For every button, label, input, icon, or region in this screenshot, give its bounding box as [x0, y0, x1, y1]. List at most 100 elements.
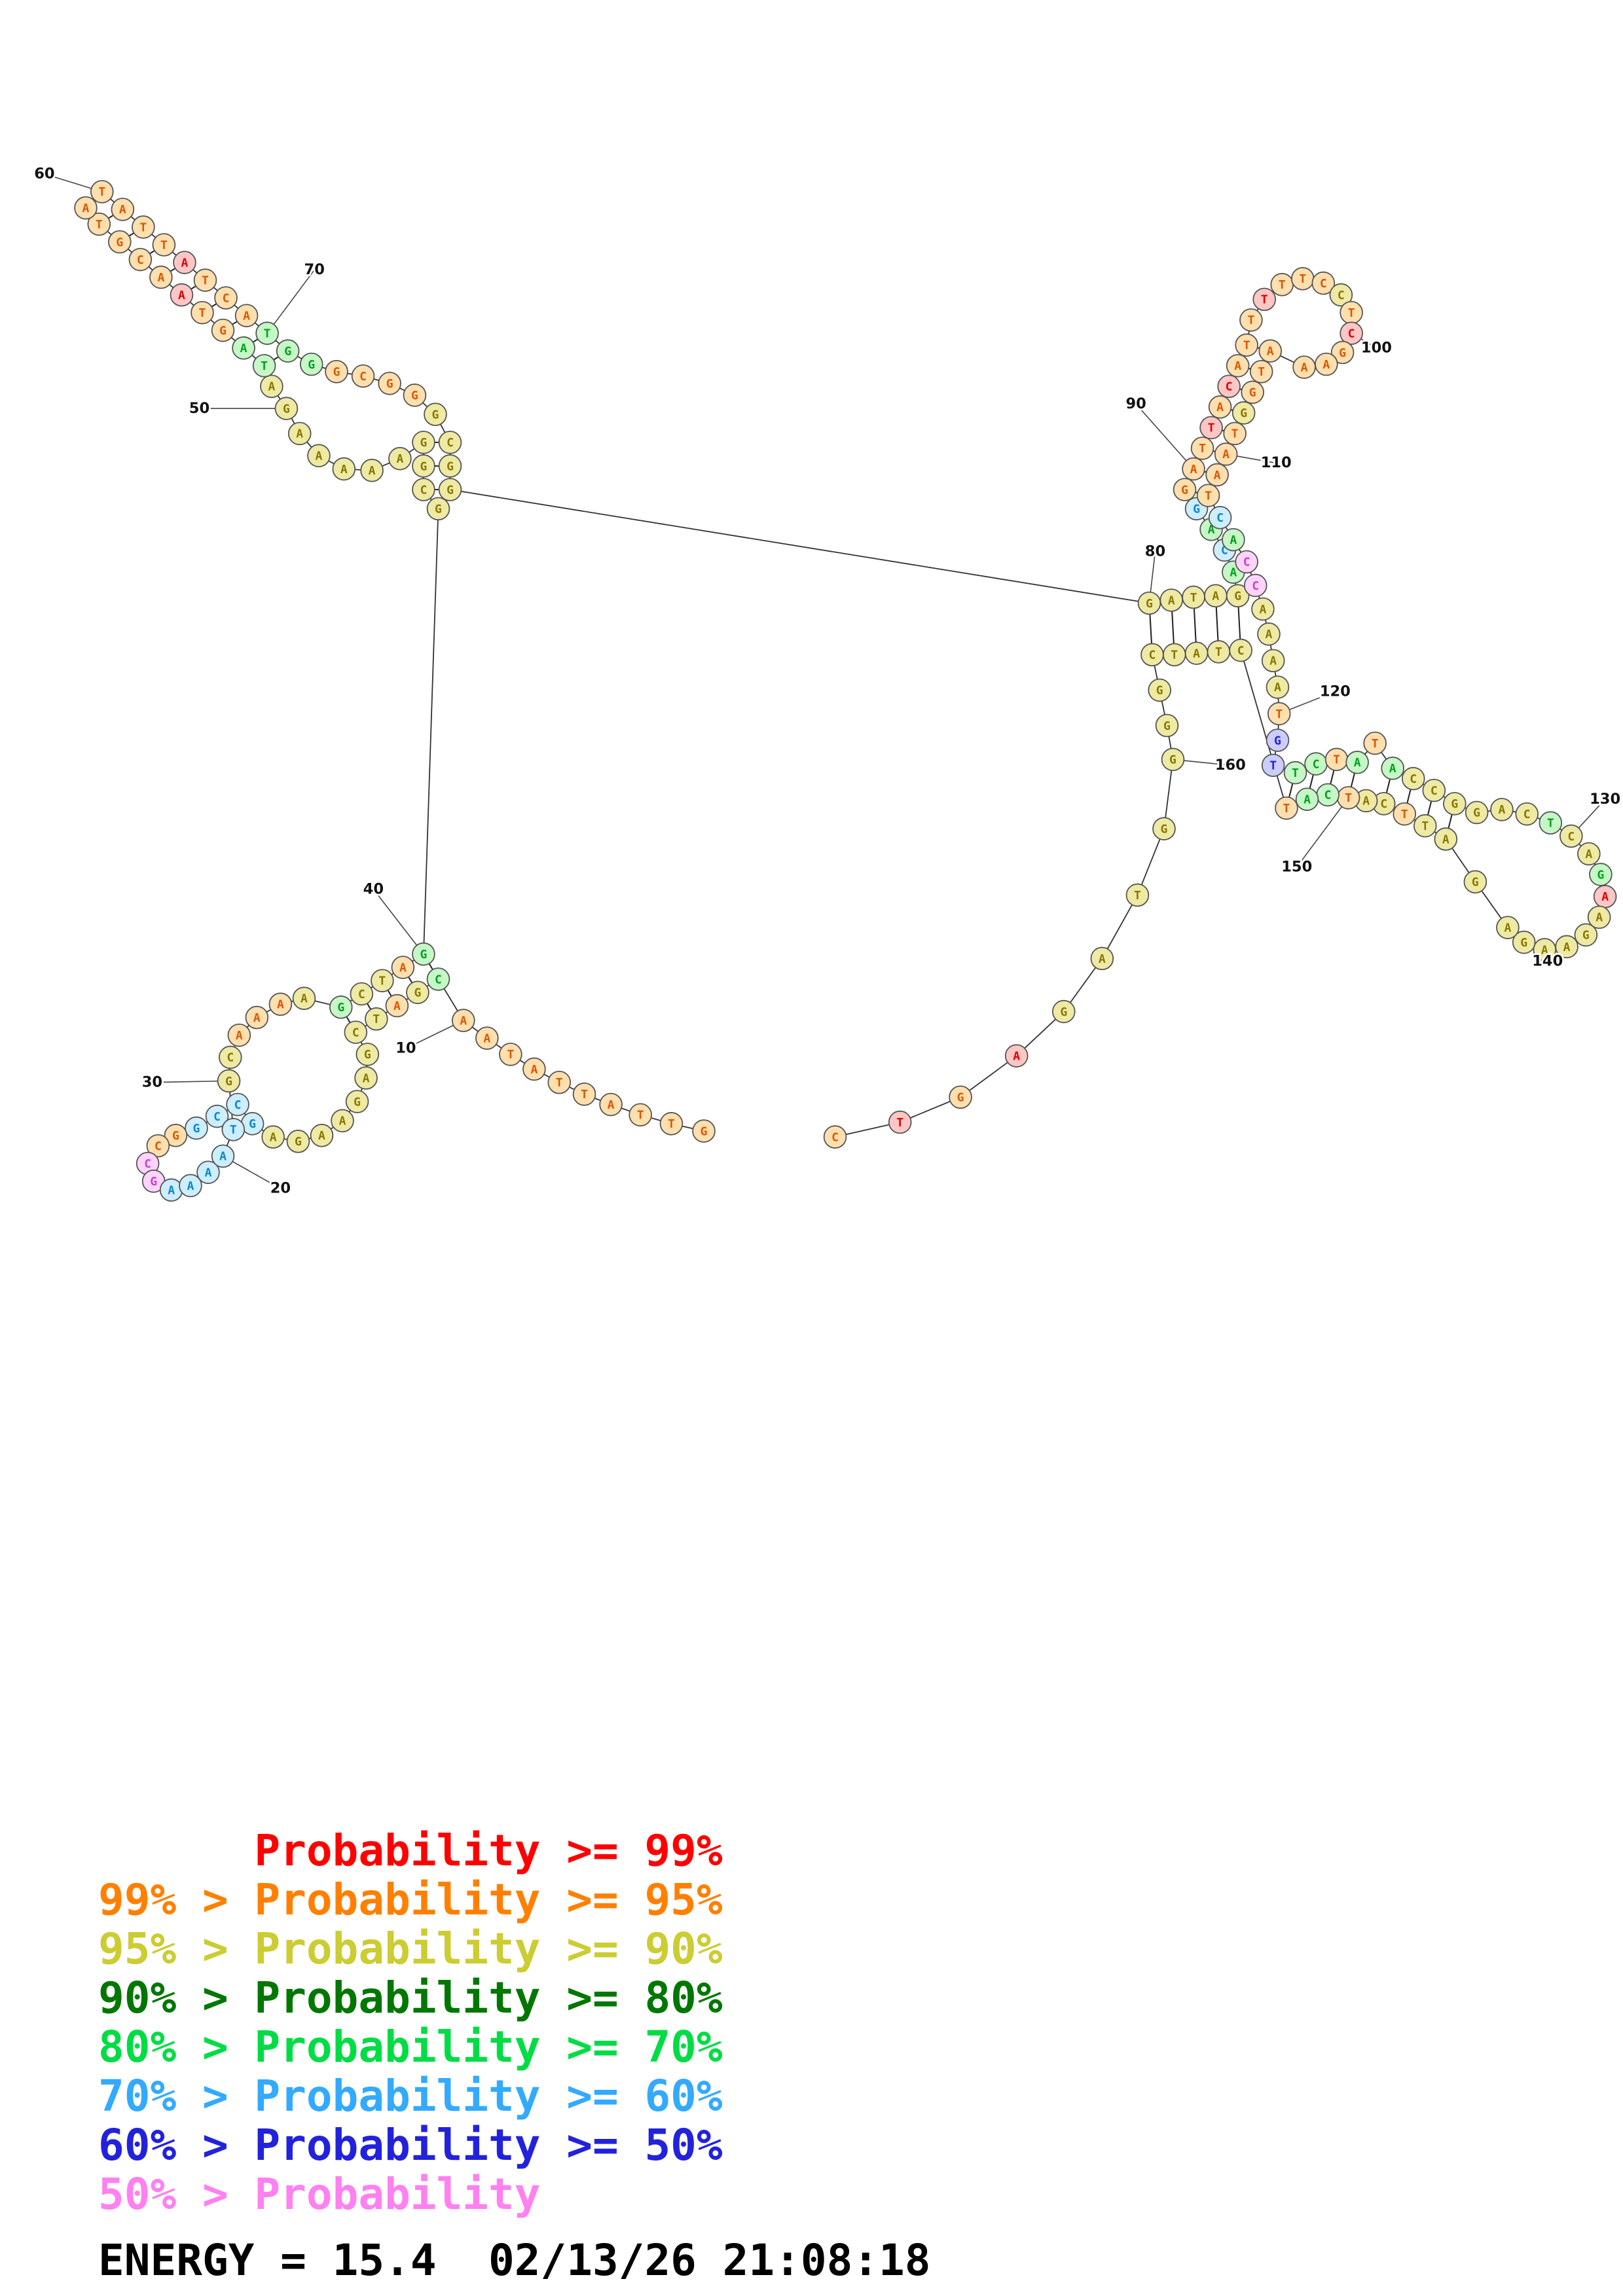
nucleotide-letter: G: [1597, 868, 1604, 882]
nucleotide-circle: [1261, 649, 1285, 673]
nucleotide-letter: G: [116, 236, 123, 249]
nucleotide-circle: [1401, 766, 1425, 791]
nucleotide-circle: [193, 268, 217, 292]
nucleotide-letter: G: [1339, 346, 1346, 360]
nucleotide-letter: A: [1193, 647, 1200, 660]
nucleotide-circle: [1559, 824, 1583, 848]
nucleotide-letter: G: [337, 1001, 344, 1014]
nucleotide-letter: G: [1473, 806, 1480, 820]
nucleotide-letter: T: [1231, 427, 1239, 441]
nucleotide-circle: [356, 1043, 380, 1066]
nucleotide-letter: C: [1149, 649, 1156, 662]
nucleotide-circle: [185, 1116, 208, 1140]
nucleotide-letter: T: [1261, 293, 1268, 307]
nucleotide-circle: [888, 1110, 912, 1134]
nucleotide-letter: C: [1348, 327, 1355, 340]
nucleotide-circle: [1589, 863, 1613, 886]
nucleotide-circle: [629, 1103, 652, 1127]
nucleotide-letter: G: [1582, 929, 1590, 942]
nucleotide-circle: [1241, 380, 1264, 404]
nucleotide-letter: T: [264, 327, 271, 340]
nucleotide-letter: A: [187, 1179, 194, 1193]
nucleotide-circle: [1090, 946, 1114, 971]
nucleotide-letter: G: [284, 345, 291, 359]
nucleotide-circle: [345, 1090, 369, 1113]
nucleotide-letter: G: [420, 459, 428, 473]
nucleotide-letter: T: [1205, 489, 1212, 503]
nucleotide-letter: C: [358, 988, 365, 1001]
nucleotide-circle: [1239, 308, 1263, 332]
nucleotide-letter: C: [1226, 380, 1233, 394]
nucleotide-circle: [1251, 597, 1275, 621]
nucleotide-letter: G: [1451, 797, 1458, 811]
nucleotide-letter: C: [1567, 830, 1575, 844]
nucleotide-letter: T: [98, 185, 105, 199]
nucleotide-letter: G: [354, 1095, 361, 1109]
nucleotide-circle: [547, 1070, 572, 1094]
nucleotide-letter: T: [1333, 753, 1340, 767]
nucleotide-circle: [211, 318, 235, 342]
nucleotide-circle: [268, 992, 293, 1016]
nucleotide-circle: [274, 397, 299, 420]
nucleotide-letter: C: [227, 1051, 234, 1065]
nucleotide-letter: C: [1252, 579, 1259, 593]
nucleotide-letter: T: [668, 1117, 675, 1131]
nucleotide-letter: A: [236, 1029, 243, 1043]
nucleotide-letter: T: [637, 1109, 644, 1122]
nucleotide-letter: G: [1520, 936, 1527, 950]
nucleotide-letter: T: [1547, 817, 1554, 831]
nucleotide-letter: G: [333, 365, 340, 379]
nucleotide-circle: [332, 457, 356, 481]
nucleotide-circle: [438, 431, 462, 454]
nucleotide-letter: A: [1269, 655, 1277, 668]
position-label: 140: [1532, 953, 1563, 970]
nucleotide-circle: [179, 1174, 202, 1198]
nucleotide-circle: [1140, 643, 1164, 667]
nucleotide-circle: [1252, 287, 1276, 312]
position-label: 20: [270, 1180, 291, 1197]
nucleotide-letter: C: [1313, 757, 1320, 771]
nucleotide-circle: [1235, 550, 1258, 574]
nucleotide-circle: [1329, 283, 1353, 307]
nucleotide-letter: T: [1258, 365, 1265, 379]
nucleotide-letter: T: [1421, 819, 1429, 833]
nucleotide-circle: [74, 196, 98, 220]
nucleotide-letter: A: [608, 1098, 615, 1112]
position-label: 90: [1125, 395, 1146, 412]
nucleotide-letter: A: [219, 1150, 227, 1164]
nucleotide-letter: C: [1523, 808, 1531, 821]
nucleotide-letter: C: [1320, 277, 1327, 291]
nucleotide-circle: [350, 982, 374, 1006]
nucleotide-circle: [1381, 757, 1405, 780]
nucleotide-letter: G: [1163, 719, 1171, 733]
nucleotide-letter: A: [396, 452, 403, 466]
nucleotide-circle: [1422, 778, 1446, 802]
nucleotide-letter: G: [432, 408, 439, 422]
nucleotide-circle: [310, 1124, 334, 1147]
nucleotide-letter: C: [1216, 511, 1224, 525]
nucleotide-letter: A: [1541, 943, 1548, 957]
nucleotide-letter: T: [1275, 708, 1283, 721]
nucleotide-letter: C: [1380, 797, 1387, 811]
nucleotide-letter: T: [261, 359, 268, 373]
nucleotide-letter: A: [1274, 681, 1281, 694]
nucleotide-letter: C: [137, 253, 144, 267]
legend-item: 70% > Probability >= 60%: [98, 2071, 723, 2121]
nucleotide-letter: A: [339, 1115, 346, 1128]
position-label: 70: [304, 261, 325, 278]
nucleotide-circle: [1311, 271, 1336, 295]
nucleotide-circle: [1148, 678, 1172, 702]
nucleotide-circle: [1587, 905, 1611, 929]
nucleotide-letter: A: [316, 450, 323, 463]
nucleotide-letter: A: [1222, 448, 1230, 461]
label-leader-line: [373, 889, 424, 955]
nucleotide-circle: [1208, 395, 1232, 419]
nucleotide-circle: [1393, 802, 1417, 826]
nucleotide-circle: [499, 1043, 522, 1066]
nucleotide-circle: [1533, 938, 1557, 961]
nucleotide-circle: [287, 422, 312, 446]
nucleotide-letter: G: [414, 986, 422, 1000]
nucleotide-letter: C: [435, 973, 442, 986]
nucleotide-circle: [227, 1023, 251, 1047]
nucleotide-circle: [426, 497, 450, 521]
